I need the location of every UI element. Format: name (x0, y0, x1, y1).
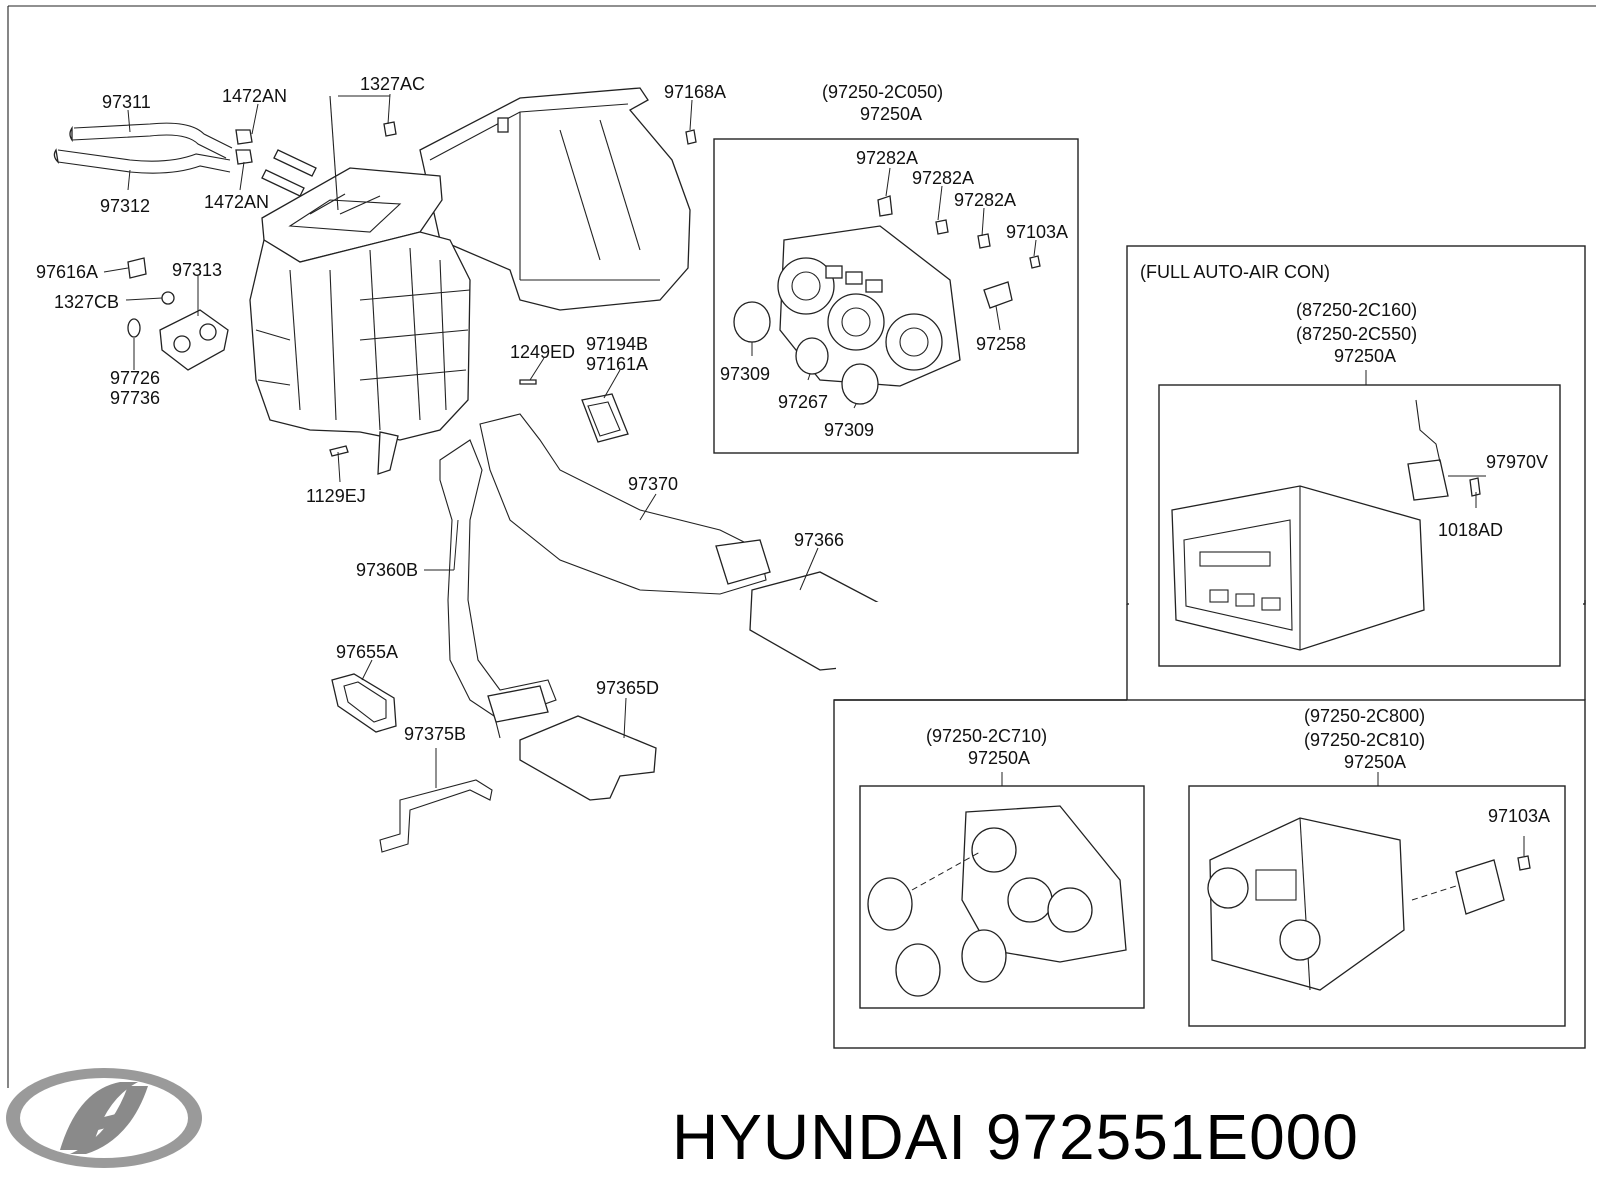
label-97312: 97312 (100, 196, 150, 216)
label-1472an-top: 1472AN (222, 86, 287, 106)
leader-lines (103, 93, 1525, 856)
manual-control-box (713, 138, 1079, 454)
c710-ref: (97250-2C710) (926, 726, 1047, 746)
manual-panel-ref: (97250-2C050) (822, 82, 943, 102)
label-97282a-3: 97282A (954, 190, 1016, 210)
label-97267: 97267 (778, 392, 828, 412)
label-97103a-manual: 97103A (1006, 222, 1068, 242)
ducts-drawing (331, 413, 901, 853)
label-97258: 97258 (976, 334, 1026, 354)
label-97726: 97726 (110, 368, 160, 388)
label-97103a-c800: 97103A (1488, 806, 1550, 826)
full-auto-unit-drawing (1171, 399, 1481, 651)
label-97194b: 97194B (586, 334, 648, 354)
label-1327cb: 1327CB (54, 292, 119, 312)
manual-panel-code: 97250A (860, 104, 922, 124)
label-97309-b: 97309 (824, 420, 874, 440)
part-labels: 97311 1472AN 1327AC 97168A 97312 1472AN … (36, 74, 1550, 826)
label-97311: 97311 (102, 92, 151, 112)
brand-part-number: HYUNDAI 972551E000 (672, 1101, 1359, 1173)
heater-unit-drawing (249, 87, 691, 475)
filter-gasket-drawing (581, 393, 629, 443)
label-97616a: 97616A (36, 262, 98, 282)
c710-panel-drawing (867, 805, 1127, 997)
label-97360b: 97360B (356, 560, 418, 580)
label-97309-a: 97309 (720, 364, 770, 384)
label-97168a: 97168A (664, 82, 726, 102)
small-hardware-drawing (127, 121, 697, 457)
label-97970v: 97970V (1486, 452, 1548, 472)
c800-ref-2: (97250-2C810) (1304, 730, 1425, 750)
c800-ref-1: (97250-2C800) (1304, 706, 1425, 726)
label-1249ed: 1249ED (510, 342, 575, 362)
label-1018ad: 1018AD (1438, 520, 1503, 540)
label-97736: 97736 (110, 388, 160, 408)
full-auto-outer-box-lower (833, 699, 1586, 1049)
label-97282a-2: 97282A (912, 168, 974, 188)
c710-code: 97250A (968, 748, 1030, 768)
full-auto-code: 97250A (1334, 346, 1396, 366)
label-97161a: 97161A (586, 354, 648, 374)
label-97375b: 97375B (404, 724, 466, 744)
label-97370: 97370 (628, 474, 678, 494)
c800-unit-drawing (1207, 817, 1531, 991)
c800-unit-box (1188, 785, 1566, 1027)
label-97365d: 97365D (596, 678, 659, 698)
label-97313: 97313 (172, 260, 222, 280)
c800-code: 97250A (1344, 752, 1406, 772)
full-auto-ref-2: (87250-2C550) (1296, 324, 1417, 344)
label-97366: 97366 (794, 530, 844, 550)
label-97282a-1: 97282A (856, 148, 918, 168)
label-97655a: 97655A (336, 642, 398, 662)
label-1327ac: 1327AC (360, 74, 425, 94)
label-1129ej: 1129EJ (306, 486, 366, 506)
label-1472an-bottom: 1472AN (204, 192, 269, 212)
full-auto-ref-1: (87250-2C160) (1296, 300, 1417, 320)
heater-hoses-drawing (53, 122, 253, 174)
hyundai-logo (6, 1068, 202, 1168)
full-auto-unit-box (1158, 384, 1561, 667)
full-auto-title: (FULL AUTO-AIR CON) (1140, 262, 1330, 282)
manual-control-panel-drawing (733, 195, 1041, 405)
